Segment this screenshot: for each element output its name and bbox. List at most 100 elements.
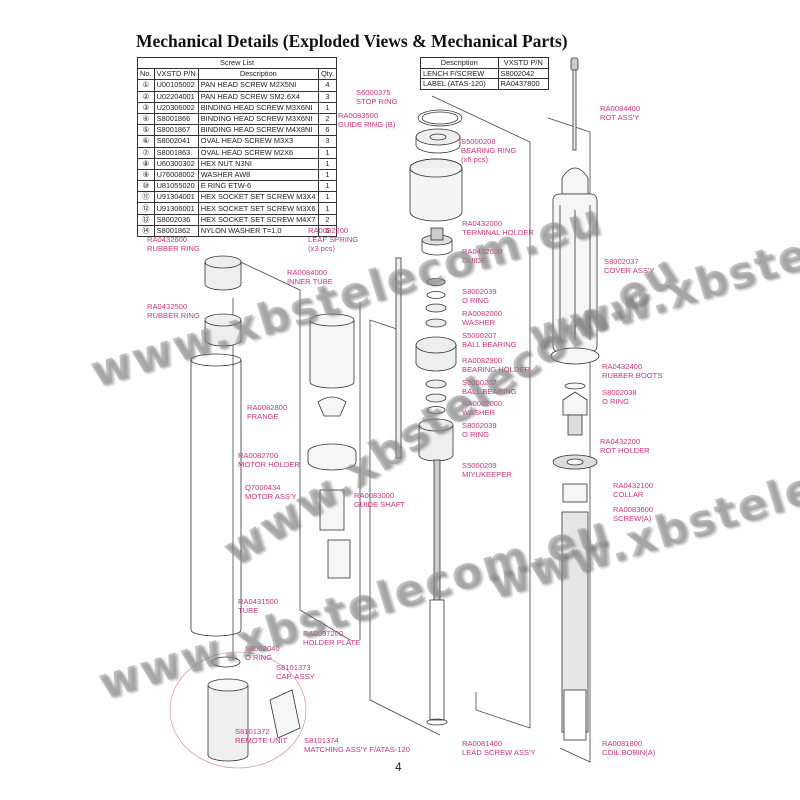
callout-pn: RA0084400 bbox=[600, 104, 641, 113]
callout-name: INNER TUBE bbox=[287, 277, 333, 286]
cell-qty: 2 bbox=[317, 112, 338, 126]
callout-pn: S8101374 bbox=[304, 736, 339, 745]
callout-pn: S5000208 bbox=[461, 137, 496, 146]
terminal-holder-part bbox=[409, 158, 463, 222]
callout-name: STOP RING bbox=[356, 97, 398, 106]
cell-description: E RING ETW-6 bbox=[197, 180, 319, 193]
callout-pn: S8101372 bbox=[235, 727, 270, 736]
callout-extra: (x3 pcs) bbox=[308, 244, 336, 253]
callout-name: RUBBER RING bbox=[147, 244, 200, 253]
callout-pn: RA0081400 bbox=[462, 739, 503, 748]
callout-extra: (x6 pcs) bbox=[461, 155, 489, 164]
callout-pn: RA0097200 bbox=[303, 629, 344, 638]
callout-pn: RA0432600 bbox=[147, 235, 188, 244]
cell-qty: 1 bbox=[317, 157, 338, 170]
cell-pn: U60300302 bbox=[153, 157, 199, 170]
callout-pn: RA0432500 bbox=[147, 302, 188, 311]
parts-table: Description VXSTD P/N LENCH F/SCREW S800… bbox=[420, 57, 550, 90]
callout-name: BALL BEARING bbox=[462, 340, 517, 349]
lead-screw-part bbox=[395, 257, 448, 726]
matching-assembly bbox=[169, 651, 307, 769]
callout-pn: S8002039 bbox=[462, 421, 497, 430]
callout-pn: RA0083500 bbox=[338, 111, 379, 120]
callout-pn: RA0082200 bbox=[308, 226, 349, 235]
guide-part bbox=[421, 227, 453, 256]
callout-name: WASHER bbox=[462, 318, 496, 327]
guide-ring-part bbox=[415, 128, 461, 154]
cell-description: BINDING HEAD SCREW M4X8NI bbox=[197, 124, 319, 137]
table-row: LABEL (ATAS-120) RA0437800 bbox=[420, 78, 550, 90]
callout-name: TUBE bbox=[238, 606, 259, 615]
cell-pn: U91304001 bbox=[153, 191, 199, 204]
callout-name: MATCHING ASS'Y F/ATAS-120 bbox=[304, 745, 410, 754]
callout-name: MOTOR ASS'Y bbox=[245, 492, 297, 501]
callout-name: LEAF SPRING bbox=[308, 235, 359, 244]
callout-pn: S5000207 bbox=[462, 331, 497, 340]
cell-qty: 6 bbox=[317, 124, 338, 137]
callout-pn: RA0432400 bbox=[602, 362, 643, 371]
callout-pn: S8002039 bbox=[462, 287, 497, 296]
callout-name: CAP. ASSY bbox=[276, 672, 315, 681]
callout-name: MOTOR HOLDER bbox=[238, 460, 300, 469]
callout-pn: Q7000434 bbox=[245, 483, 281, 492]
callout-pn: RA0082700 bbox=[238, 451, 279, 460]
callout-name: BEARING HOLDER bbox=[462, 365, 530, 374]
tube-part bbox=[190, 353, 242, 637]
cell-pn: S8002041 bbox=[153, 135, 199, 148]
callout-name: RUBBER BOOTS bbox=[602, 371, 663, 380]
rot-assembly bbox=[570, 57, 579, 151]
callout-pn: S8002037 bbox=[604, 257, 639, 266]
cell-pn: S8001862 bbox=[153, 224, 199, 238]
callout-name: HOLDER PLATE bbox=[303, 638, 361, 647]
cell-pn: U81055020 bbox=[153, 180, 199, 193]
callout-pn: RA0082900 bbox=[462, 356, 503, 365]
inner-tube-part bbox=[307, 313, 357, 579]
callout-name: BEARING RING bbox=[461, 146, 517, 155]
callout-name: LEAD SCREW ASS'Y bbox=[462, 748, 536, 757]
cell-qty: 1 bbox=[317, 168, 338, 182]
callout-name: GUIDE RING (B) bbox=[338, 120, 396, 129]
callout-pn: RA0084000 bbox=[287, 268, 328, 277]
callout-pn: S8101373 bbox=[276, 663, 311, 672]
callout-name: SCREW(A) bbox=[613, 514, 652, 523]
cell-qty: 1 bbox=[317, 180, 338, 193]
callout-pn: RA0081800 bbox=[602, 739, 643, 748]
callout-name: O RING bbox=[602, 397, 630, 406]
page-title: Mechanical Details (Exploded Views & Mec… bbox=[136, 31, 568, 51]
assembly-outline-lines bbox=[231, 95, 591, 763]
cell-no: ⑤ bbox=[137, 124, 155, 137]
callout-pn: RA0082000 bbox=[462, 399, 503, 408]
callout-name: ROT HOLDER bbox=[600, 446, 650, 455]
screw-list-table: Screw List No. VXSTD P/N Description Qty… bbox=[137, 56, 338, 238]
cell-qty: 6 bbox=[317, 224, 338, 238]
cell-pn: U91306001 bbox=[153, 202, 199, 215]
cover-assembly bbox=[550, 167, 600, 741]
callout-name: ROT ASS'Y bbox=[600, 113, 640, 122]
